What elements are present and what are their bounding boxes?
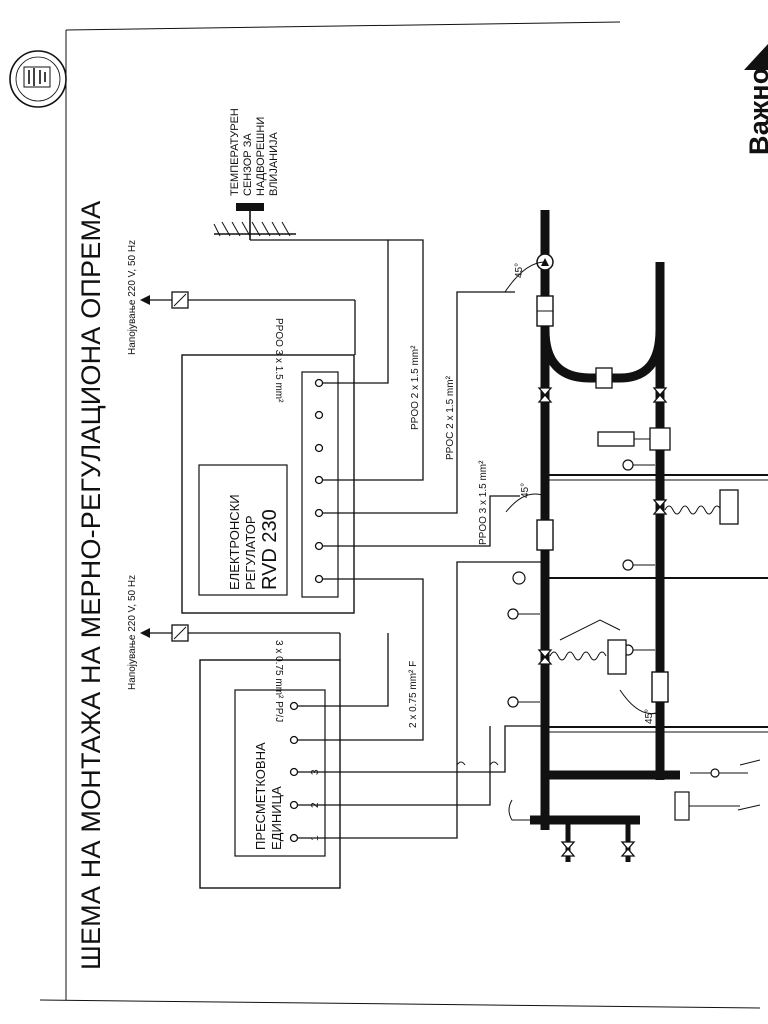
valve-icon xyxy=(537,649,553,665)
terminal xyxy=(314,443,324,453)
terminal xyxy=(314,410,324,420)
terminal xyxy=(289,833,299,843)
terminal xyxy=(289,800,299,810)
regulator-model: RVD 230 xyxy=(259,509,281,590)
svg-text:ВЛИЈАНИЈА: ВЛИЈАНИЈА xyxy=(268,131,280,196)
cable-label-valve: PPOC 2 x 1.5 mm² xyxy=(445,375,456,460)
svg-text:ПРЕСМЕТКОВНА: ПРЕСМЕТКОВНА xyxy=(253,742,268,850)
flow-meter-middle: 45° xyxy=(505,483,554,551)
power-supply-bottom: Напојување 220 V, 50 Hz xyxy=(127,575,341,690)
angle-label-2: 45° xyxy=(520,483,531,498)
wiring xyxy=(250,239,545,839)
svg-text:РЕГУЛАТОР: РЕГУЛАТОР xyxy=(243,515,258,590)
heat-exchanger-coils xyxy=(549,489,739,675)
regulator-title-line-2: РЕГУЛАТОР xyxy=(243,515,258,590)
control-valve-actuator xyxy=(597,427,671,451)
sensor-head-icon xyxy=(236,203,264,211)
sensor-label-line-1: ТЕМПЕРАТУРЕН xyxy=(229,108,241,196)
coil-icon xyxy=(664,505,722,515)
gauge-icon xyxy=(710,768,720,778)
calc-unit-title-line-1: ПРЕСМЕТКОВНА xyxy=(253,742,268,850)
corner-arrow-icon xyxy=(744,44,768,70)
cable-label-pump: PPOO 3 x 1.5 mm² xyxy=(478,460,489,545)
sensor-label-line-2: СЕНЗОР ЗА xyxy=(242,133,254,196)
gauge-icon xyxy=(512,571,526,585)
arrow-left-icon xyxy=(140,295,150,305)
angle-label-1: 45° xyxy=(514,263,525,278)
arrow-left-icon xyxy=(140,628,150,638)
shutoff-valves xyxy=(537,387,668,857)
svg-text:НАДВОРЕШНИ: НАДВОРЕШНИ xyxy=(255,117,267,196)
flow-meter-return: 45° xyxy=(619,671,669,724)
terminal xyxy=(289,735,299,745)
cable-label-unit-power: 3 x 0.75 mm² PP/J xyxy=(273,640,284,722)
terminal xyxy=(314,508,324,518)
regulator-terminal-strip xyxy=(301,371,339,598)
bypass-bend xyxy=(540,329,665,383)
page-frame-top xyxy=(65,21,621,31)
page-title: ШЕМА НА МОНТАЖА НА МЕРНО-РЕГУЛАЦИОНА ОПР… xyxy=(76,201,106,970)
electronic-regulator: ЕЛЕКТРОНСКИ РЕГУЛАТОР RVD 230 xyxy=(181,354,355,614)
valve-icon xyxy=(620,841,636,857)
valve-icon xyxy=(560,841,576,857)
page-frame-bottom xyxy=(39,999,761,1009)
svg-text:ТЕМПЕРАТУРЕН: ТЕМПЕРАТУРЕН xyxy=(229,108,241,196)
hydraulic-piping xyxy=(530,210,768,862)
bottom-fittings xyxy=(508,759,761,821)
cable-label-unit-signal: 2 x 0.75 mm² F xyxy=(408,661,419,728)
terminal xyxy=(314,475,324,485)
gauge-icon xyxy=(622,559,634,571)
regulator-title-line-1: ЕЛЕКТРОНСКИ xyxy=(227,494,242,590)
svg-text:RVD 230: RVD 230 xyxy=(259,509,281,590)
corner-note: Важно xyxy=(744,44,768,155)
coil-icon xyxy=(549,651,607,661)
outdoor-temperature-sensor xyxy=(213,203,296,240)
calculation-unit: ПРЕСМЕТКОВНА ЕДИНИЦА 3 2 1 xyxy=(199,659,341,889)
calc-unit-inner-panel xyxy=(234,689,326,857)
regulator-label-panel xyxy=(198,464,288,596)
terminal xyxy=(289,767,299,777)
svg-text:ЕЛЕКТРОНСКИ: ЕЛЕКТРОНСКИ xyxy=(227,494,242,590)
valve-icon xyxy=(652,499,668,515)
flow-meter-top xyxy=(536,295,554,327)
gauge-icon xyxy=(507,608,519,620)
svg-text:СЕНЗОР ЗА: СЕНЗОР ЗА xyxy=(242,133,254,196)
terminal xyxy=(289,701,299,711)
terminal xyxy=(314,574,324,584)
power-supply-top: Напојување 220 V, 50 Hz xyxy=(127,240,356,355)
valve-icon xyxy=(537,387,553,403)
sensor-label-line-4: ВЛИЈАНИЈА xyxy=(268,131,280,196)
check-valve-icon xyxy=(595,367,613,389)
terminal xyxy=(314,541,324,551)
corner-note-text: Важно xyxy=(744,68,768,155)
calc-unit-title-line-2: ЕДИНИЦА xyxy=(269,786,284,850)
gauge-icon xyxy=(507,696,519,708)
terminal xyxy=(314,378,324,388)
gauge-icon xyxy=(622,459,634,471)
sensor-label: ТЕМПЕРАТУРЕН СЕНЗОР ЗА НАДВОРЕШНИ ВЛИЈАН… xyxy=(229,108,280,196)
svg-text:ЕДИНИЦА: ЕДИНИЦА xyxy=(269,786,284,850)
circulation-pump: 45° xyxy=(504,253,554,293)
valve-icon xyxy=(652,387,668,403)
power-label-bottom: Напојување 220 V, 50 Hz xyxy=(127,575,138,690)
cable-label-sensor: PPOO 2 x 1.5 mm² xyxy=(410,345,421,430)
logo-seal xyxy=(9,50,67,108)
cable-label-regulator-power: PPOO 3 x 1.5 mm² xyxy=(273,318,284,403)
sensor-label-line-3: НАДВОРЕШНИ xyxy=(255,117,267,196)
power-label-top: Напојување 220 V, 50 Hz xyxy=(127,240,138,355)
angle-label-3: 45° xyxy=(644,709,655,724)
